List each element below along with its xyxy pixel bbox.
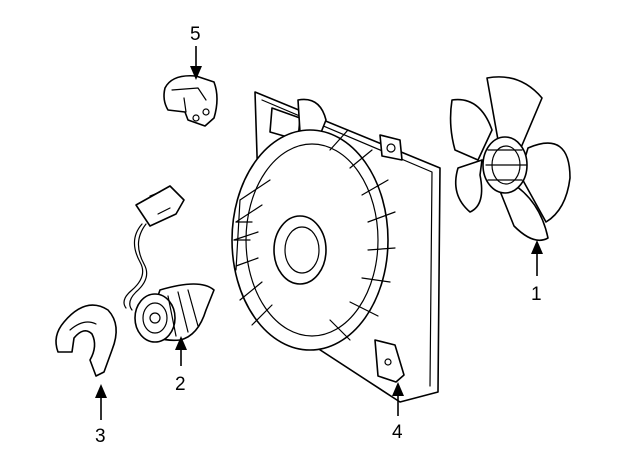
callout-1-arrowhead: [531, 240, 543, 254]
callout-3-arrowhead: [95, 384, 107, 398]
callout-2-number: 2: [175, 374, 186, 395]
clip-part: [55, 304, 117, 377]
bracket-part: [163, 74, 218, 127]
callout-1-number: 1: [531, 284, 542, 305]
callout-5-number: 5: [190, 24, 201, 45]
callout-5-arrowhead: [190, 66, 202, 80]
fan-motor-part: [123, 185, 215, 343]
callout-4-arrowhead: [392, 382, 404, 396]
fan-shroud-part: [231, 91, 441, 403]
callout-4-number: 4: [392, 422, 403, 443]
callout-2-arrowhead: [175, 336, 187, 350]
callout-3-number: 3: [95, 426, 106, 447]
fan-blade-part: [449, 76, 571, 242]
